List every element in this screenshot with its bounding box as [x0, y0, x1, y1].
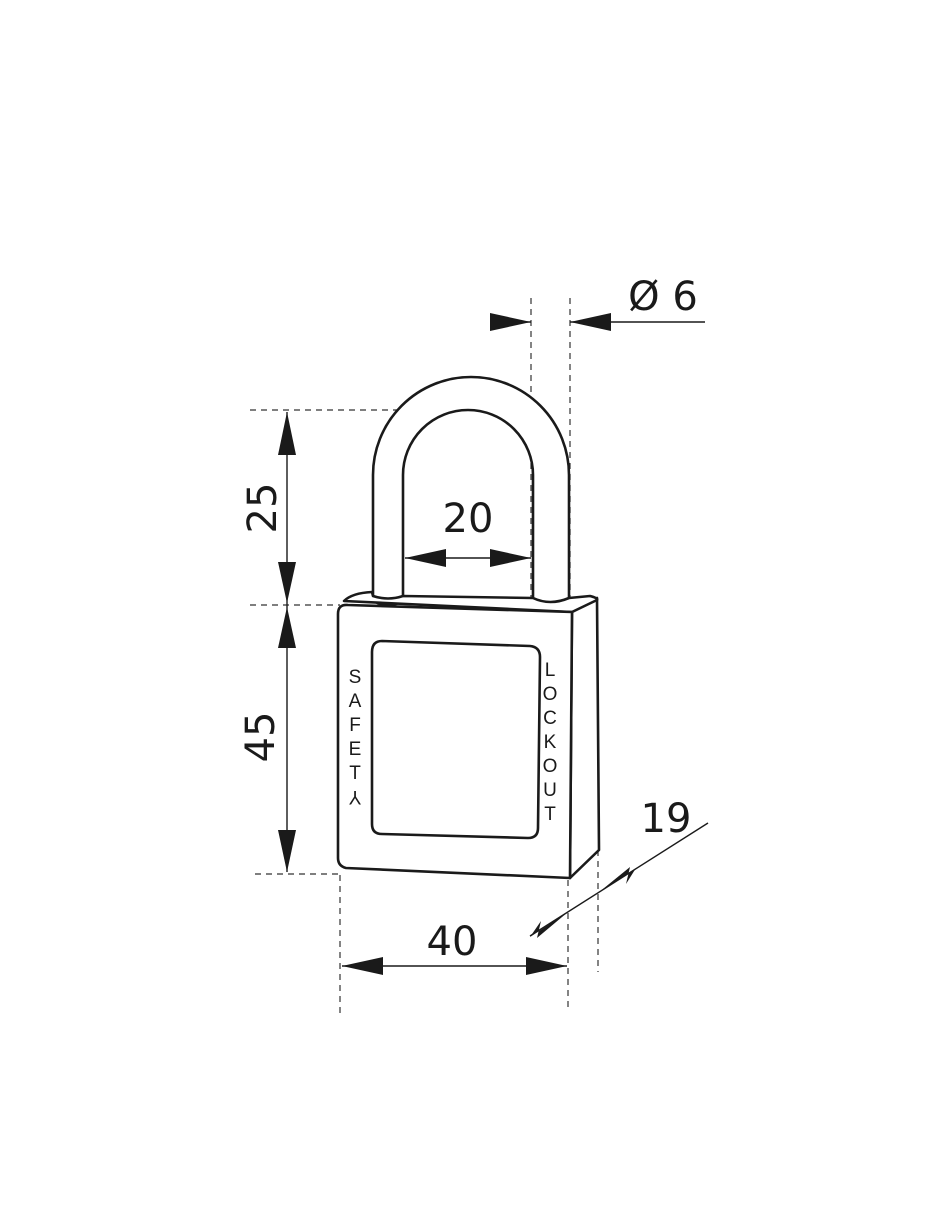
width-label: 40 [427, 919, 478, 965]
svg-text:Y: Y [348, 786, 361, 807]
body-height-label: 45 [238, 712, 284, 763]
diameter-dimension: Ø 6 [490, 274, 705, 331]
lockout-engraving: L O C K O U T [543, 660, 558, 825]
lock-body: S A F E T Y L O C K O U T [336, 590, 601, 880]
svg-text:S: S [349, 667, 362, 688]
svg-text:O: O [543, 756, 558, 777]
diameter-label: Ø 6 [628, 274, 698, 320]
shackle-height-label: 25 [240, 483, 286, 534]
clearance-label: 20 [443, 496, 494, 542]
svg-text:E: E [349, 739, 362, 760]
safety-engraving: S A F E T Y [348, 667, 361, 807]
svg-text:L: L [545, 660, 556, 681]
svg-text:O: O [543, 684, 558, 705]
svg-text:T: T [349, 763, 361, 784]
clearance-dimension: 20 [405, 496, 531, 567]
height-dimensions: 25 45 [238, 412, 296, 872]
svg-text:C: C [543, 708, 557, 729]
svg-text:K: K [544, 732, 557, 753]
svg-text:T: T [544, 804, 556, 825]
width-dimension: 40 [342, 919, 567, 975]
svg-text:U: U [543, 780, 557, 801]
depth-label: 19 [641, 796, 692, 842]
shackle [371, 375, 571, 607]
depth-dimension: 19 [529, 796, 709, 938]
svg-text:A: A [349, 691, 362, 712]
svg-text:F: F [349, 715, 361, 736]
